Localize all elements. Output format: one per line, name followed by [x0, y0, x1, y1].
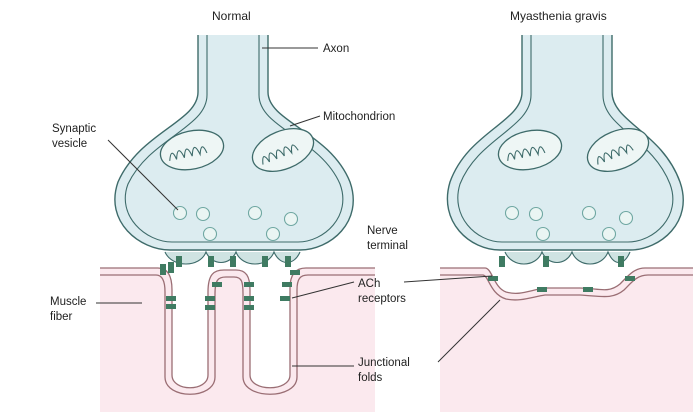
muscle-fiber-label-1: Muscle: [50, 296, 86, 308]
myasthenia-panel: [440, 35, 693, 412]
ach-receptors-label-1: ACh: [358, 278, 380, 290]
junctional-folds-label-2: folds: [358, 372, 383, 384]
junctional-folds-label-1: Junctional: [358, 357, 410, 369]
synaptic-vesicle-label-1: Synaptic: [52, 123, 96, 135]
myasthenia-active-zone: [505, 252, 630, 264]
axon-label: Axon: [323, 43, 349, 55]
nerve-terminal-label-1: Nerve: [367, 225, 398, 237]
normal-title: Normal: [212, 9, 251, 23]
ach-receptors-label-2: receptors: [358, 293, 406, 305]
myasthenia-muscle-fiber: [440, 268, 693, 412]
synaptic-vesicle-label-2: vesicle: [52, 138, 87, 150]
mitochondrion-label: Mitochondrion: [323, 111, 395, 123]
myasthenia-title: Myasthenia gravis: [510, 9, 607, 23]
normal-muscle-fiber: [100, 268, 375, 412]
nerve-terminal-label-2: terminal: [367, 240, 408, 252]
muscle-fiber-label-2: fiber: [50, 311, 73, 323]
normal-nerve-terminal: [115, 35, 353, 250]
normal-panel: [100, 35, 375, 412]
